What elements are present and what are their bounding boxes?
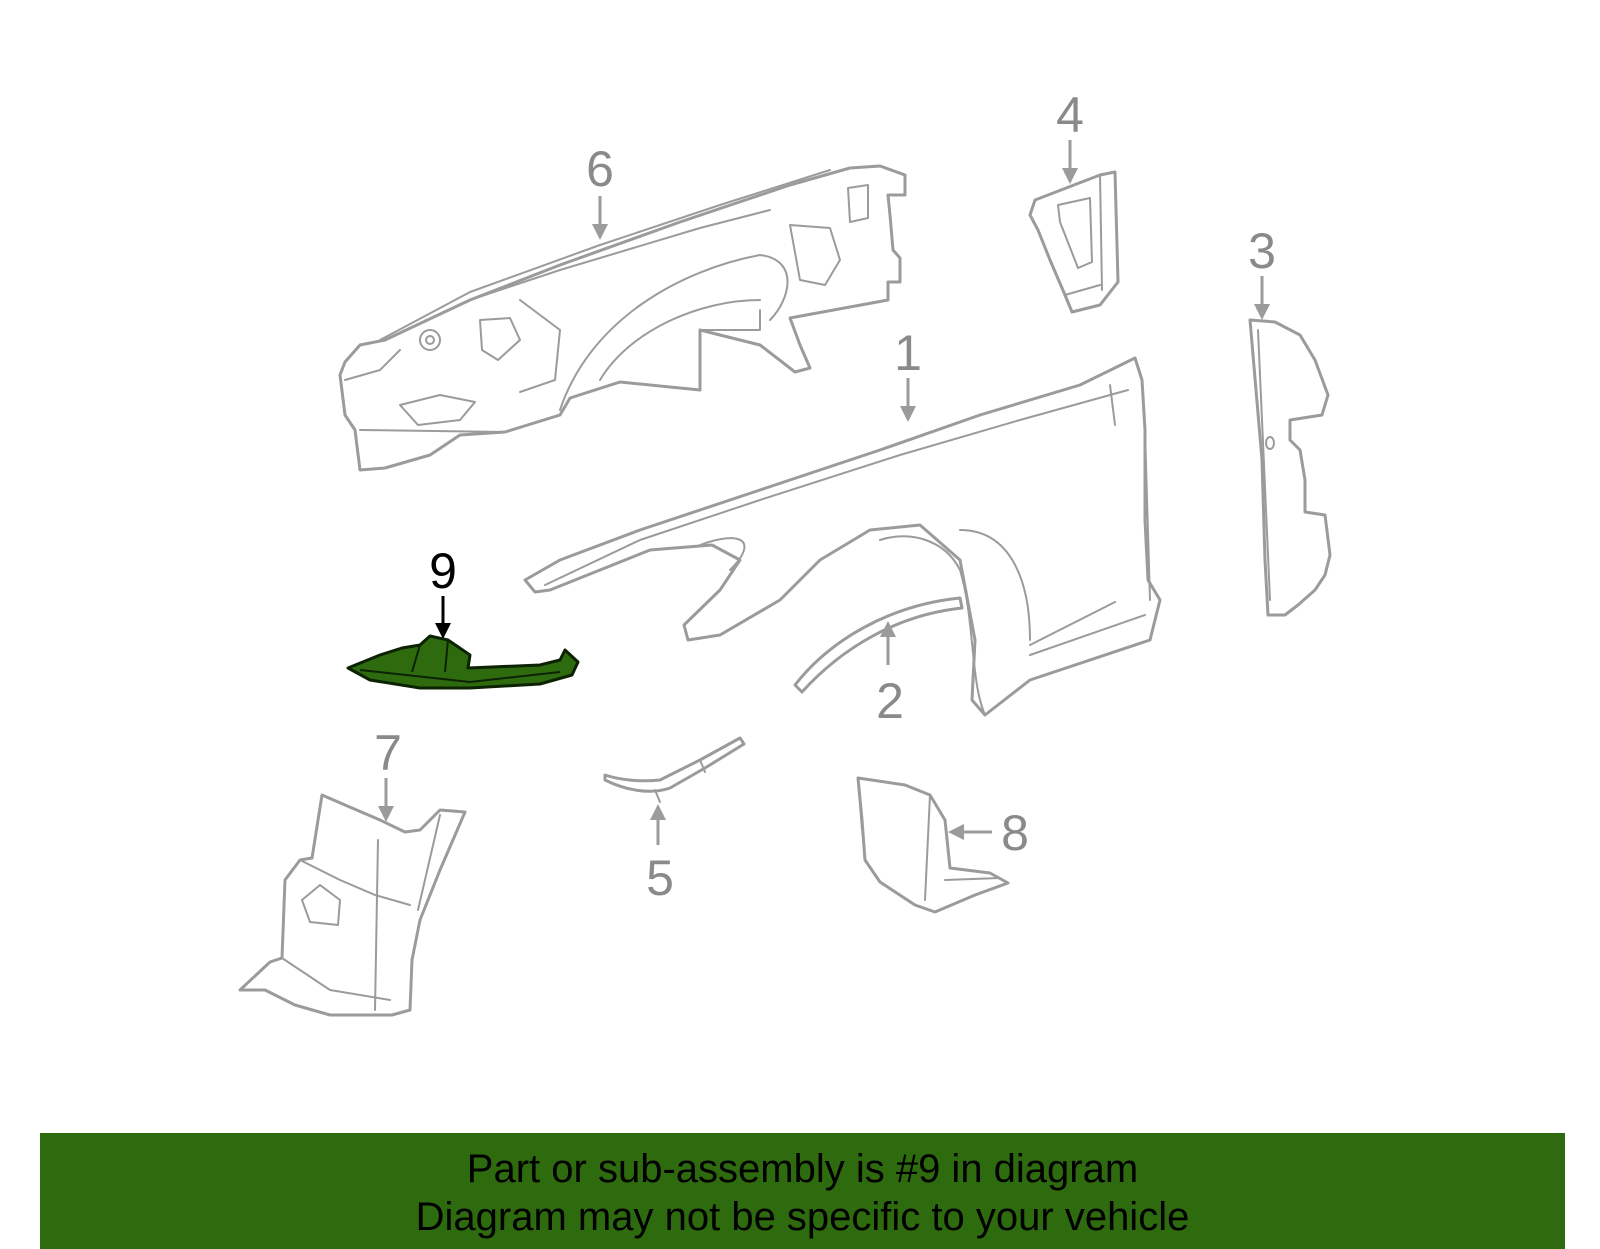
- part-5-seal: [603, 736, 746, 803]
- callout-3: 3: [1248, 223, 1276, 320]
- callout-label-9: 9: [429, 543, 457, 599]
- callout-4: 4: [1056, 87, 1084, 184]
- callout-arrowhead-4: [1062, 168, 1078, 184]
- callout-label-5: 5: [646, 850, 674, 906]
- part-6-apron-assembly: [338, 164, 907, 472]
- callout-arrowhead-6: [592, 224, 608, 240]
- callout-6: 6: [586, 141, 614, 240]
- callout-7: 7: [374, 725, 402, 822]
- callout-label-6: 6: [586, 141, 614, 197]
- callout-label-8: 8: [1001, 805, 1029, 861]
- callout-arrowhead-3: [1254, 304, 1270, 320]
- callout-label-3: 3: [1248, 223, 1276, 279]
- callout-arrowhead-2: [880, 621, 896, 637]
- callout-label-4: 4: [1056, 87, 1084, 143]
- callout-8: 8: [948, 805, 1029, 861]
- callout-9: 9: [429, 543, 457, 639]
- callout-label-7: 7: [374, 725, 402, 781]
- callout-label-1: 1: [894, 325, 922, 381]
- callout-arrowhead-1: [900, 406, 916, 422]
- part-3-panel: [1248, 318, 1332, 617]
- part-4-bracket: [1028, 170, 1120, 314]
- callout-arrowhead-8: [948, 824, 964, 840]
- part-8-liner: [856, 776, 1010, 914]
- part-9-highlighted: [346, 634, 580, 690]
- banner-line-2: Diagram may not be specific to your vehi…: [415, 1195, 1190, 1239]
- banner-line-1: Part or sub-assembly is #9 in diagram: [466, 1147, 1139, 1191]
- part-7-liner: [238, 793, 467, 1017]
- callout-arrowhead-5: [650, 804, 666, 820]
- info-banner: Part or sub-assembly is #9 in diagram Di…: [40, 1133, 1565, 1249]
- callout-5: 5: [646, 804, 674, 906]
- part-1-fender: [523, 356, 1162, 717]
- callout-label-2: 2: [876, 673, 904, 729]
- callout-arrowhead-9: [435, 623, 451, 639]
- callout-1: 1: [894, 325, 922, 422]
- callout-arrowhead-7: [378, 806, 394, 822]
- part-2-molding: [793, 596, 964, 694]
- callout-2: 2: [876, 621, 904, 729]
